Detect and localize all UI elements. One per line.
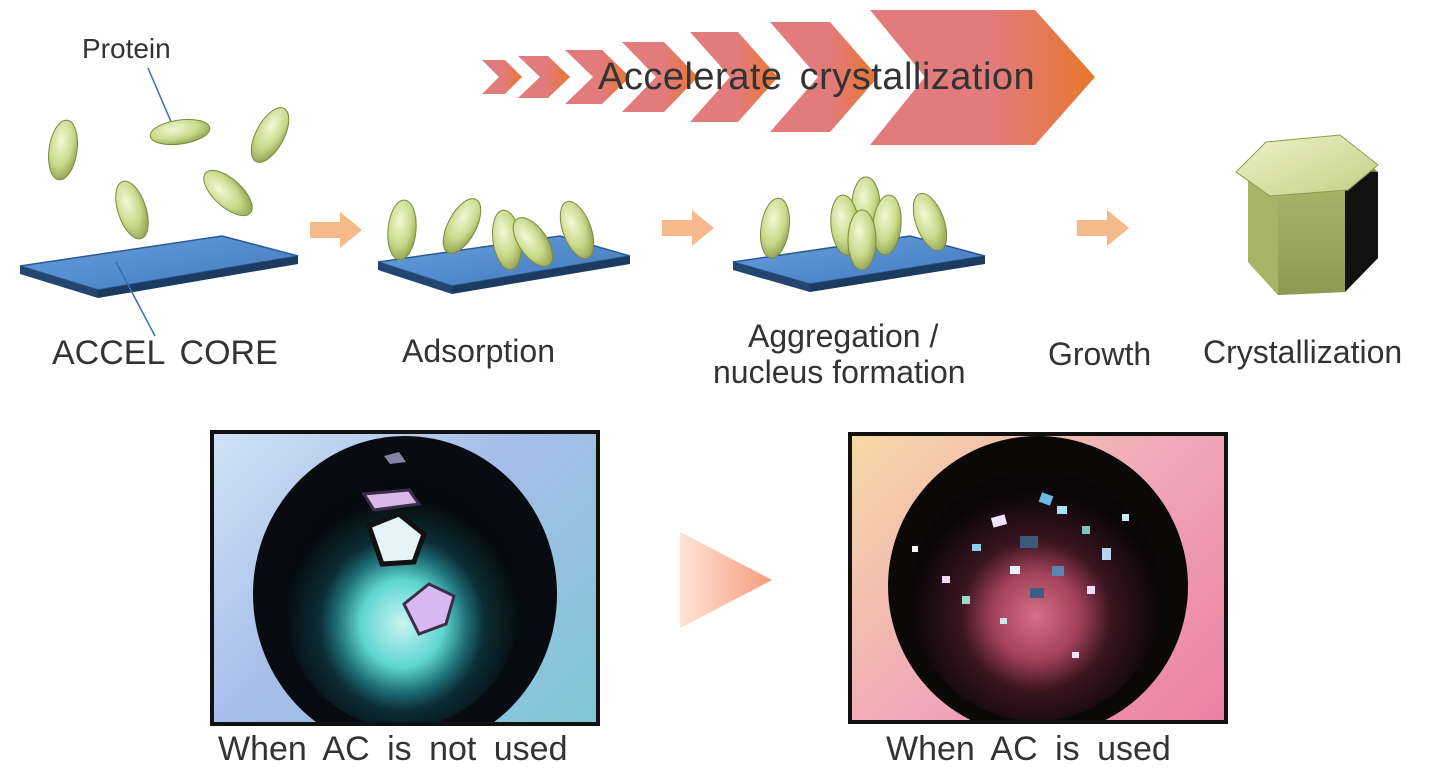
protein-pointer-line [147,67,173,125]
well-image-without-ac [253,436,557,722]
adsorbed-proteins [387,198,595,271]
well-image-with-ac [888,436,1188,720]
accel-core-plate [19,235,299,298]
chevron-7 [870,10,1095,145]
crystallization-label: Crystallization [1203,334,1403,370]
crystal-shard-1 [361,488,422,512]
adsorption-label: Adsorption [402,333,555,369]
free-proteins [48,107,290,240]
crystal-shard-2 [365,511,427,567]
accelerate-banner-chevrons [482,10,1095,145]
protein-label: Protein [82,33,171,64]
arrow-2 [662,210,714,246]
chevron-4 [622,42,698,112]
crystal-cluster [912,492,1129,658]
caption-without-ac: When AC is not used [218,730,568,768]
accel-core-pointer-line [115,261,156,337]
chevron-5 [690,32,778,122]
photo-without-ac [210,430,600,726]
chevron-6 [770,22,878,132]
arrow-1 [310,212,362,248]
caption-with-ac: When AC is used [886,730,1171,768]
chevron-1 [482,60,522,94]
arrow-3 [1077,210,1129,246]
comparison-arrow [680,532,772,628]
aggregation-label-line2: nucleus formation [713,354,966,390]
chevron-3 [565,50,630,104]
crystal-shard-3 [402,582,456,636]
growth-label: Growth [1048,336,1152,372]
aggregation-label-line1: Aggregation / [748,318,939,354]
chevron-2 [518,56,570,98]
accelerate-banner-text: Accelerate crystallization [598,56,1036,98]
aggregated-proteins [760,176,948,271]
accel-core-label: ACCEL CORE [52,334,278,372]
crystal-shard-4 [384,452,406,464]
photo-with-ac [848,432,1228,724]
hexagonal-crystal [1235,134,1379,295]
